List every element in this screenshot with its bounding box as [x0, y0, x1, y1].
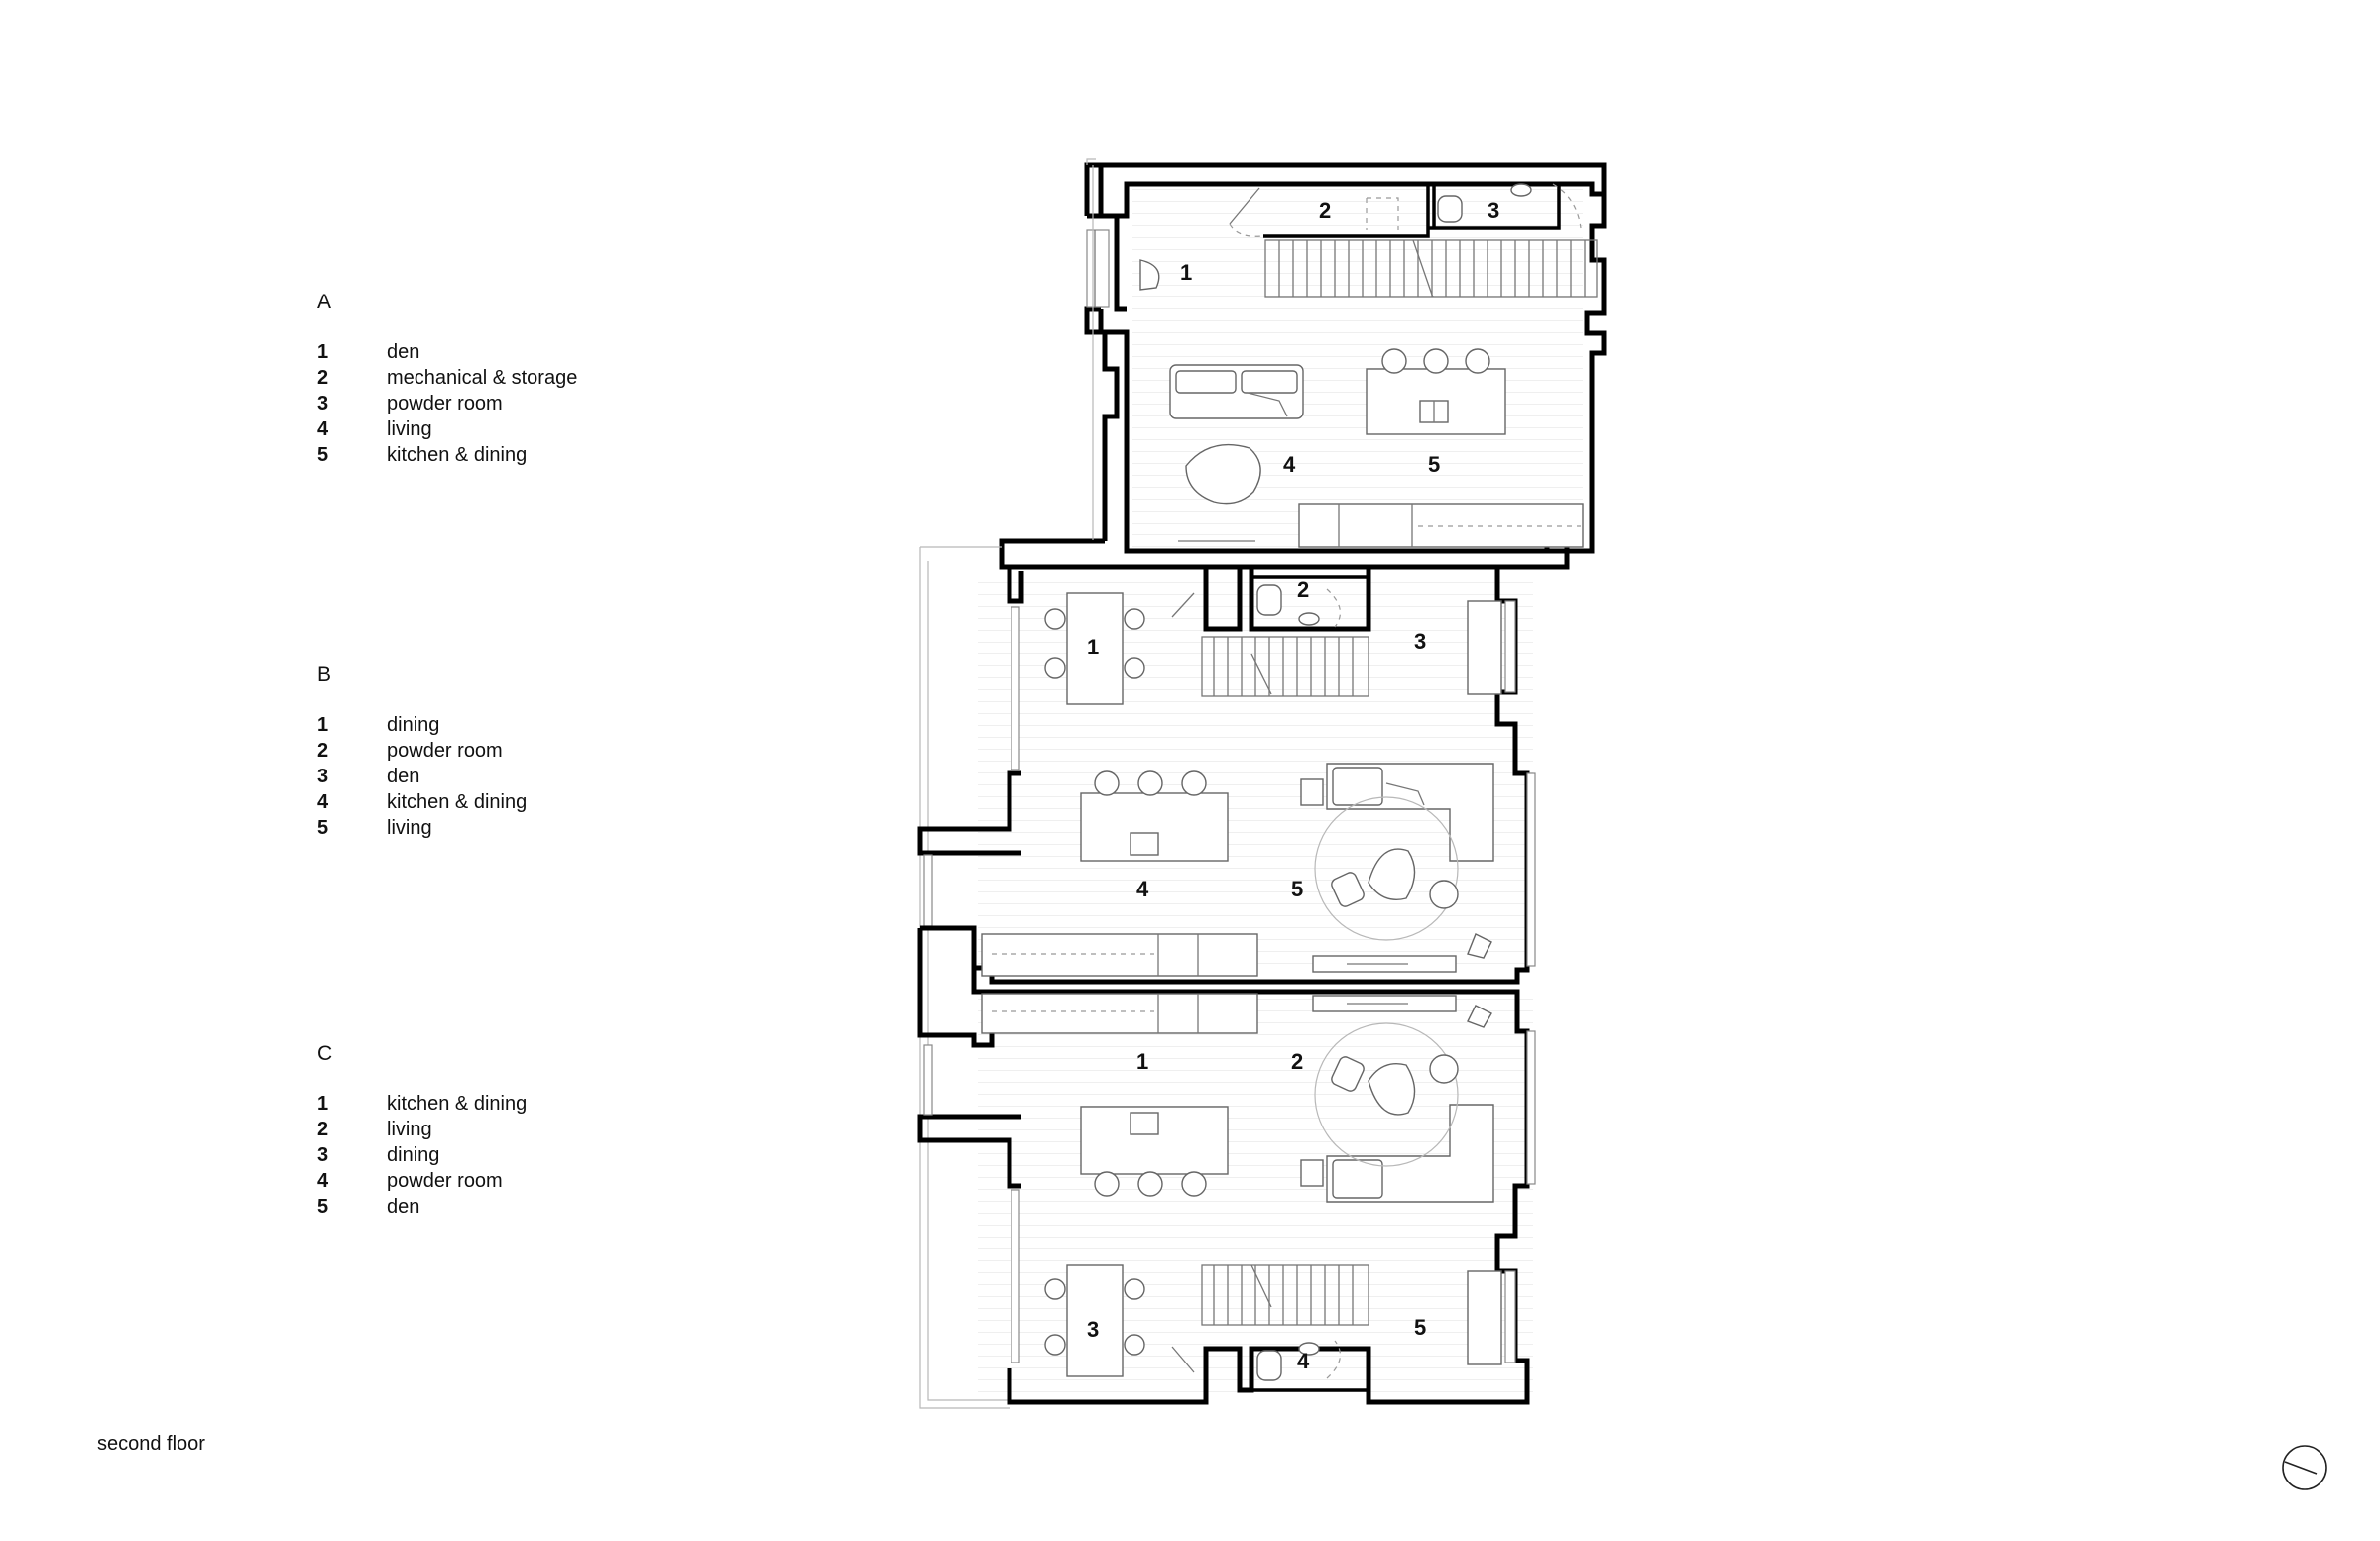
window [1526, 1030, 1536, 1185]
desk [1467, 1270, 1502, 1365]
legend-heading: C [317, 1042, 333, 1065]
room-label: 2 [1319, 198, 1331, 223]
window [923, 1044, 933, 1116]
plant [1467, 1005, 1492, 1028]
window [1011, 1189, 1020, 1363]
room-label: 4 [1297, 1349, 1310, 1373]
window [1504, 600, 1516, 693]
legend-heading: B [317, 663, 332, 686]
room-label: 3 [1087, 1317, 1099, 1342]
sink [1298, 612, 1320, 626]
room-label: 5 [1291, 877, 1303, 901]
toilet [1256, 1350, 1282, 1381]
room-label: 2 [1291, 1049, 1303, 1074]
coffee-table [1185, 443, 1261, 505]
legend-heading: A [317, 291, 332, 313]
exterior-wall [1098, 162, 1606, 219]
staircase [1201, 1264, 1369, 1326]
kitchen-counter [981, 993, 1457, 1034]
door-swing [1171, 1346, 1195, 1373]
sectional-sofa [1300, 1104, 1494, 1203]
window [1526, 772, 1536, 967]
room-label: 1 [1136, 1049, 1148, 1074]
room-label: 5 [1428, 452, 1440, 477]
window [923, 854, 933, 927]
kitchen-counter [981, 933, 1457, 977]
staircase [1264, 239, 1598, 298]
room-label: 1 [1087, 635, 1099, 659]
room-label: 4 [1283, 452, 1296, 477]
unit-a: 1 2 3 4 5 [999, 158, 1606, 570]
dining-table [1044, 1264, 1145, 1377]
kitchen-island [1080, 1106, 1229, 1197]
window [1504, 1270, 1516, 1363]
dining-table [1044, 592, 1145, 705]
plant [1467, 933, 1492, 959]
sofa [1169, 364, 1304, 419]
room-label: 3 [1414, 629, 1426, 653]
kitchen-island [1366, 348, 1506, 435]
sink [1510, 183, 1532, 197]
desk [1467, 600, 1502, 695]
toilet [1437, 195, 1463, 223]
kitchen-island [1080, 770, 1229, 862]
sink [1298, 1342, 1320, 1356]
toilet [1256, 584, 1282, 616]
room-label: 4 [1136, 877, 1149, 901]
armchair [1429, 880, 1459, 909]
room-label: 1 [1180, 260, 1192, 285]
unit-c: 1 2 3 4 5 [917, 925, 1536, 1405]
room-label: 3 [1488, 198, 1499, 223]
staircase [1201, 636, 1369, 697]
window [1011, 606, 1020, 770]
window [1086, 229, 1110, 308]
coffee-table [1368, 1063, 1416, 1116]
coffee-table [1368, 848, 1416, 900]
armchair [1331, 872, 1365, 907]
door-swing [1171, 592, 1195, 618]
sectional-sofa [1300, 763, 1494, 862]
drawing-caption: second floor [97, 1433, 205, 1455]
kitchen-counter [1178, 503, 1584, 548]
room-label: 5 [1414, 1315, 1426, 1340]
armchair [1139, 259, 1160, 291]
armchair [1331, 1056, 1365, 1092]
interior-wall [1263, 184, 1561, 238]
unit-b: 1 2 3 4 5 [917, 546, 1536, 1409]
room-label: 2 [1297, 577, 1309, 602]
door-swing [1229, 187, 1260, 225]
armchair [1429, 1054, 1459, 1084]
north-arrow-icon [2282, 1445, 2327, 1490]
